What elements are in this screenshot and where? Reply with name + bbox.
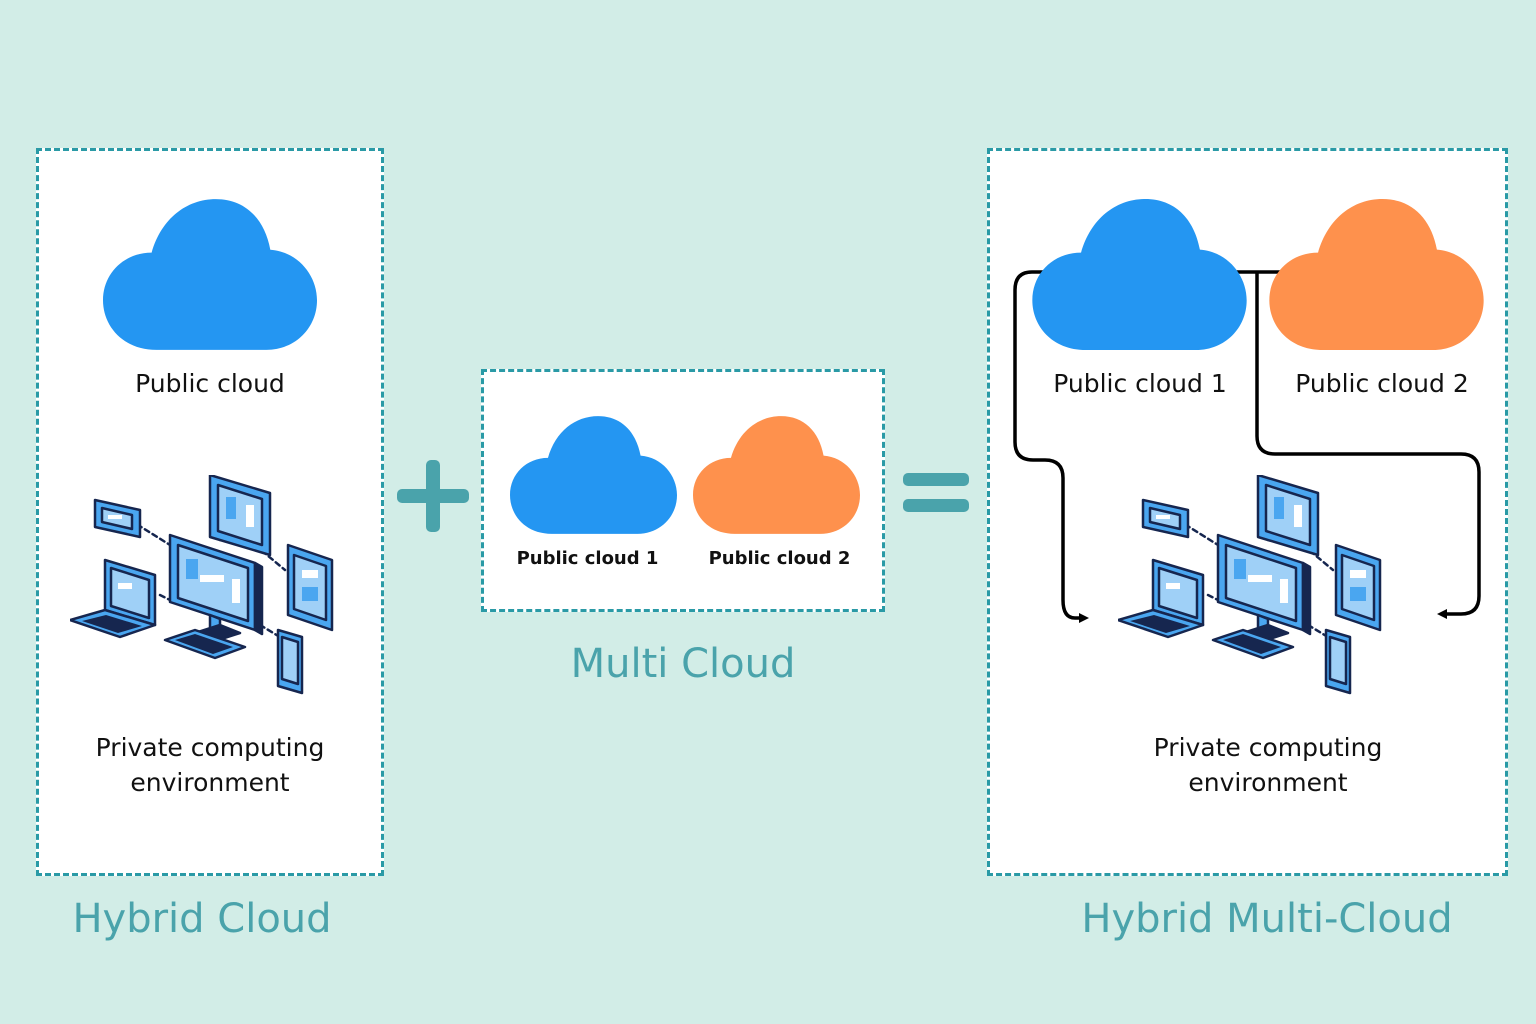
multi-cloud-2-label: Public cloud 2 [708,548,851,569]
hybrid-cloud-caption: Hybrid Cloud [72,896,332,942]
public-cloud-label: Public cloud [135,369,285,398]
equals-icon [903,473,969,512]
hmc-public-cloud-1-icon [1032,199,1247,350]
hybrid-multi-cloud-caption: Hybrid Multi-Cloud [1081,896,1453,942]
multi-cloud-caption: Multi Cloud [570,641,796,687]
hmc-private-computing-label: Private computing environment [1153,733,1383,797]
private-computing-label: Private computing environment [95,733,325,797]
multi-cloud-1-label: Public cloud 1 [516,548,659,569]
hmc-public-cloud-2-icon [1269,199,1484,350]
hmc-private-computing-icon [1118,475,1382,695]
hmc-cloud-1-label: Public cloud 1 [1053,369,1227,398]
hmc-cloud-2-label: Public cloud 2 [1295,369,1469,398]
plus-icon [397,460,469,532]
